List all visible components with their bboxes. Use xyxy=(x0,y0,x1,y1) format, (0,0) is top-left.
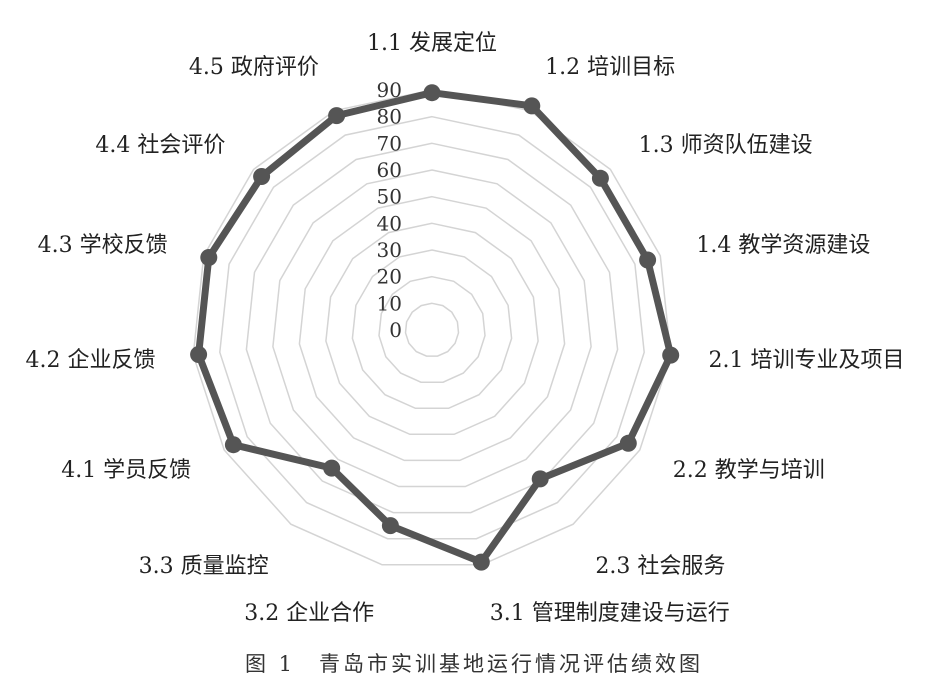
data-point xyxy=(190,346,208,363)
data-point xyxy=(472,553,490,571)
grid-ring-30 xyxy=(351,249,513,410)
data-point xyxy=(523,97,541,115)
grid-ring-60 xyxy=(272,169,592,488)
data-point xyxy=(639,251,657,269)
tick-label: 80 xyxy=(377,105,402,129)
tick-label: 10 xyxy=(377,291,402,315)
category-label: 2.3 社会服务 xyxy=(595,554,725,579)
category-label: 3.2 企业合作 xyxy=(244,601,374,626)
tick-label: 70 xyxy=(377,131,402,155)
category-label: 1.4 教学资源建设 xyxy=(696,233,870,258)
tick-label: 50 xyxy=(377,185,402,209)
category-label: 1.1 发展定位 xyxy=(367,31,497,56)
data-point xyxy=(423,84,441,102)
category-label: 4.5 政府评价 xyxy=(189,55,319,80)
tick-label: 60 xyxy=(377,158,402,182)
data-point xyxy=(323,459,341,477)
tick-label: 20 xyxy=(377,265,402,289)
category-label: 4.4 社会评价 xyxy=(95,133,225,158)
data-point xyxy=(224,436,242,454)
category-label: 1.2 培训目标 xyxy=(545,55,675,80)
category-labels: 1.1 发展定位 1.2 培训目标 1.3 师资队伍建设 1.4 教学资源建设 2.1 … xyxy=(26,31,905,626)
grid-ring-70 xyxy=(245,142,619,514)
grid-ring-80 xyxy=(219,115,645,540)
figure-caption: 图 1 青岛市实训基地运行情况评估绩效图 xyxy=(244,652,704,676)
category-label: 1.3 师资队伍建设 xyxy=(639,133,813,158)
tick-label: 40 xyxy=(377,211,402,235)
tick-label: 0 xyxy=(389,318,402,342)
category-label: 3.1 管理制度建设与运行 xyxy=(490,601,730,626)
category-label: 4.3 学校反馈 xyxy=(38,233,168,258)
grid-ring-50 xyxy=(298,195,566,462)
data-point xyxy=(662,346,680,364)
series-line xyxy=(195,89,675,566)
category-label: 4.2 企业反馈 xyxy=(26,348,156,373)
radar-series xyxy=(190,84,680,571)
grid-ring-10 xyxy=(404,302,460,357)
tick-label: 30 xyxy=(377,238,402,262)
grid-ring-90 xyxy=(192,89,672,566)
category-label: 2.2 教学与培训 xyxy=(673,458,825,483)
data-point xyxy=(591,169,609,187)
data-point xyxy=(253,168,271,185)
grid-ring-20 xyxy=(378,275,486,383)
data-point xyxy=(381,517,399,535)
tick-label: 90 xyxy=(377,78,402,102)
data-point xyxy=(328,107,346,125)
category-label: 3.3 质量监控 xyxy=(139,554,269,579)
data-point xyxy=(200,249,218,266)
data-point xyxy=(619,434,637,452)
category-label: 2.1 培训专业及项目 xyxy=(709,348,905,373)
radar-grid xyxy=(192,89,672,566)
category-label: 4.1 学员反馈 xyxy=(61,458,191,483)
data-point xyxy=(531,470,549,488)
grid-ring-40 xyxy=(325,222,539,436)
